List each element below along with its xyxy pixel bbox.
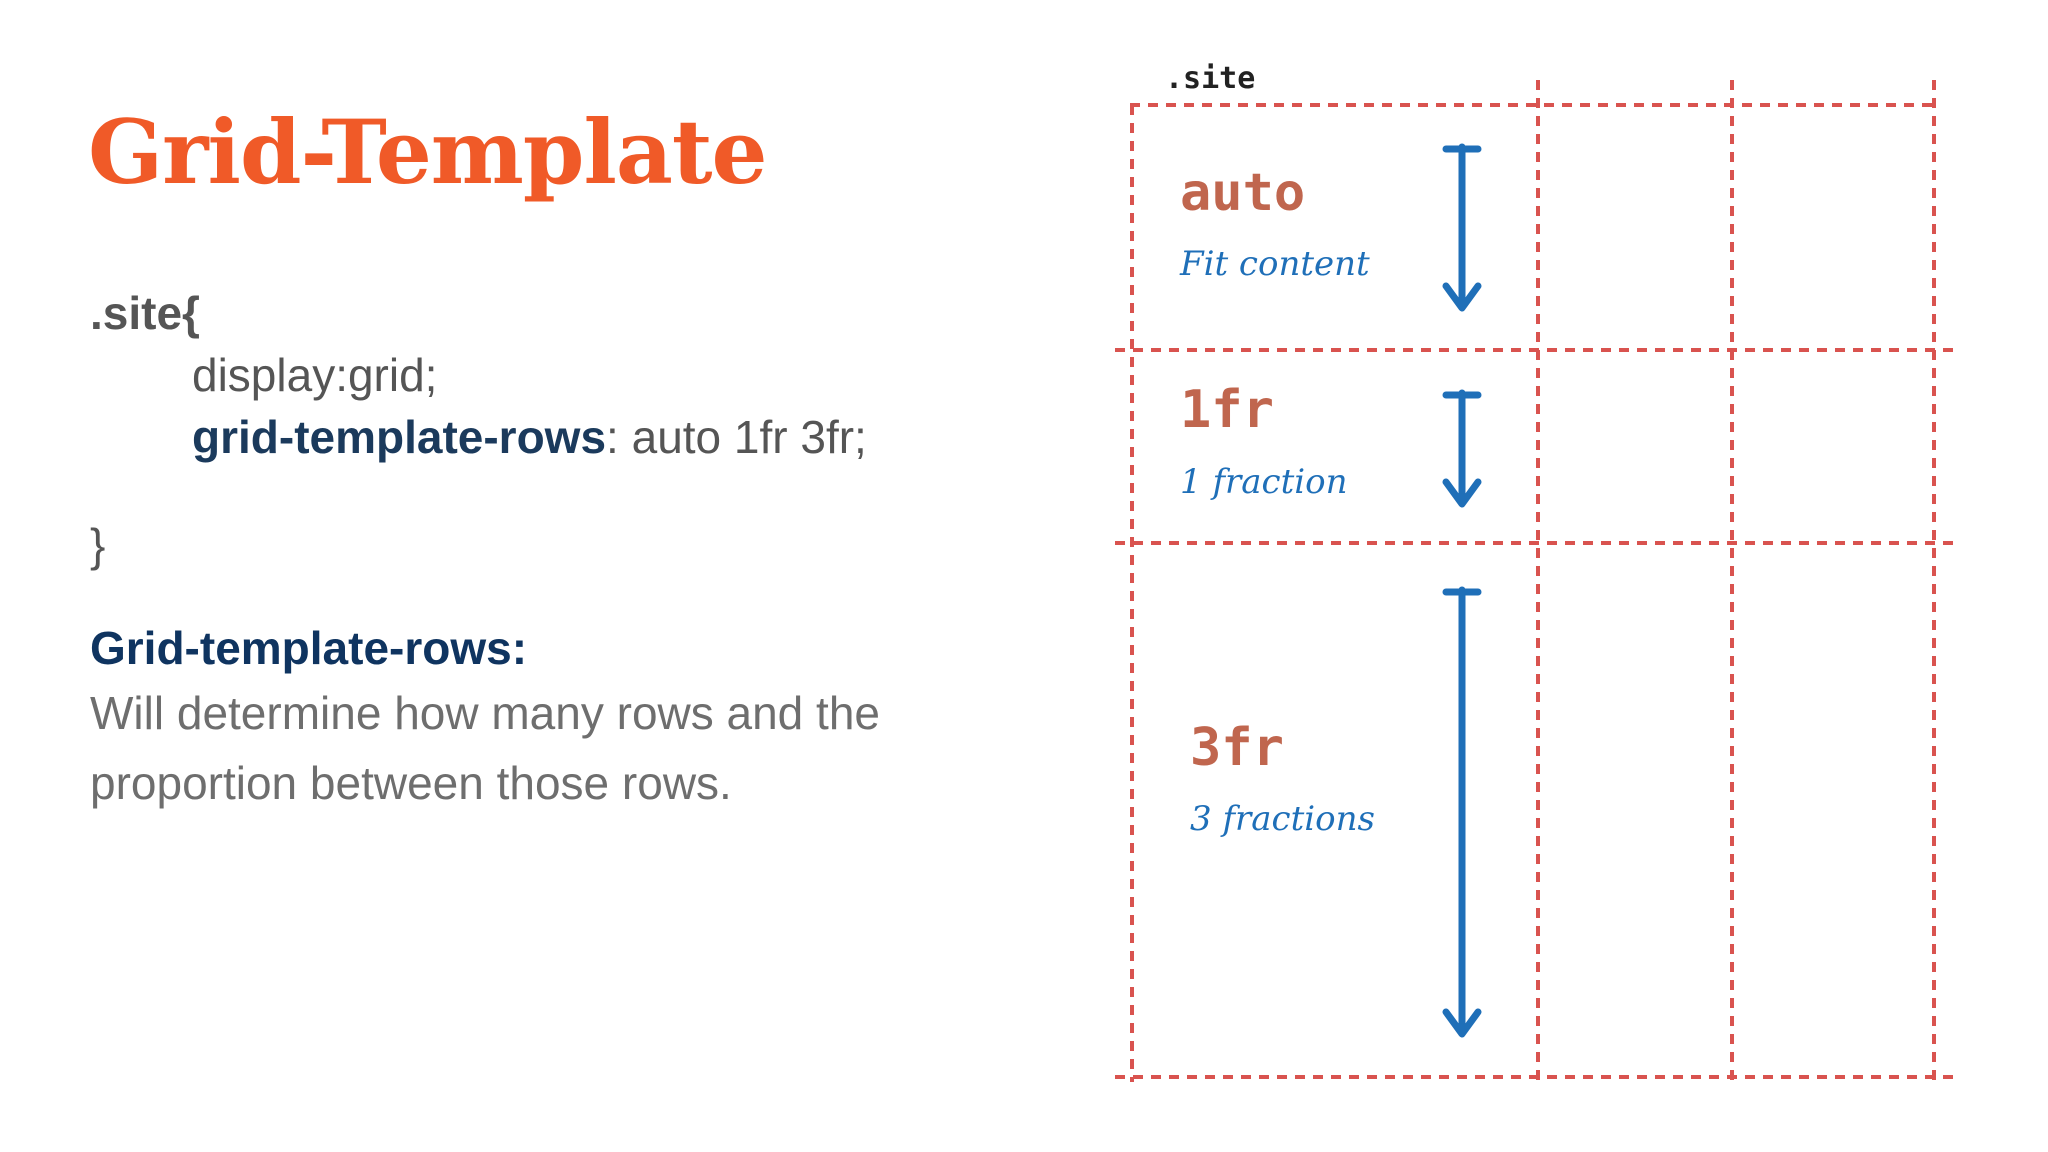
code-selector-line: .site{ [90,282,200,344]
code-close-brace: } [90,519,106,571]
description-line-2: proportion between those rows. [90,757,732,809]
row-label-1fr: 1fr [1180,380,1274,440]
code-selector: .site{ [90,287,200,339]
slide-title: Grid-Template [88,100,768,204]
code-rows-line: grid-template-rows: auto 1fr 3fr; [192,406,867,468]
description-body: Will determine how many rows and the pro… [90,678,1030,818]
arrow-3fr-icon [1442,586,1482,1038]
row-note-3-fractions: 3 fractions [1190,799,1375,839]
code-display-line: display:grid; [192,344,437,406]
arrow-auto-icon [1442,143,1482,312]
code-close-line: } [90,514,105,576]
description-heading: Grid-template-rows: [90,622,528,674]
row-label-3fr: 3fr [1190,718,1284,778]
description: Grid-template-rows: Will determine how m… [90,620,1030,818]
row-note-fit-content: Fit content [1179,244,1370,284]
code-display-declaration: display:grid; [192,349,438,401]
row-note-1-fraction: 1 fraction [1180,462,1348,502]
code-property: grid-template-rows [192,411,607,463]
code-value: : auto 1fr 3fr; [606,411,867,463]
container-label: .site [1165,61,1255,96]
description-line-1: Will determine how many rows and the [90,687,880,739]
row-label-auto: auto [1180,163,1305,223]
grid-diagram: .site auto Fit content 1fr 1 fraction 3f… [1110,60,1960,1100]
grid-lines [1115,80,1955,1082]
arrow-1fr-icon [1442,389,1482,508]
